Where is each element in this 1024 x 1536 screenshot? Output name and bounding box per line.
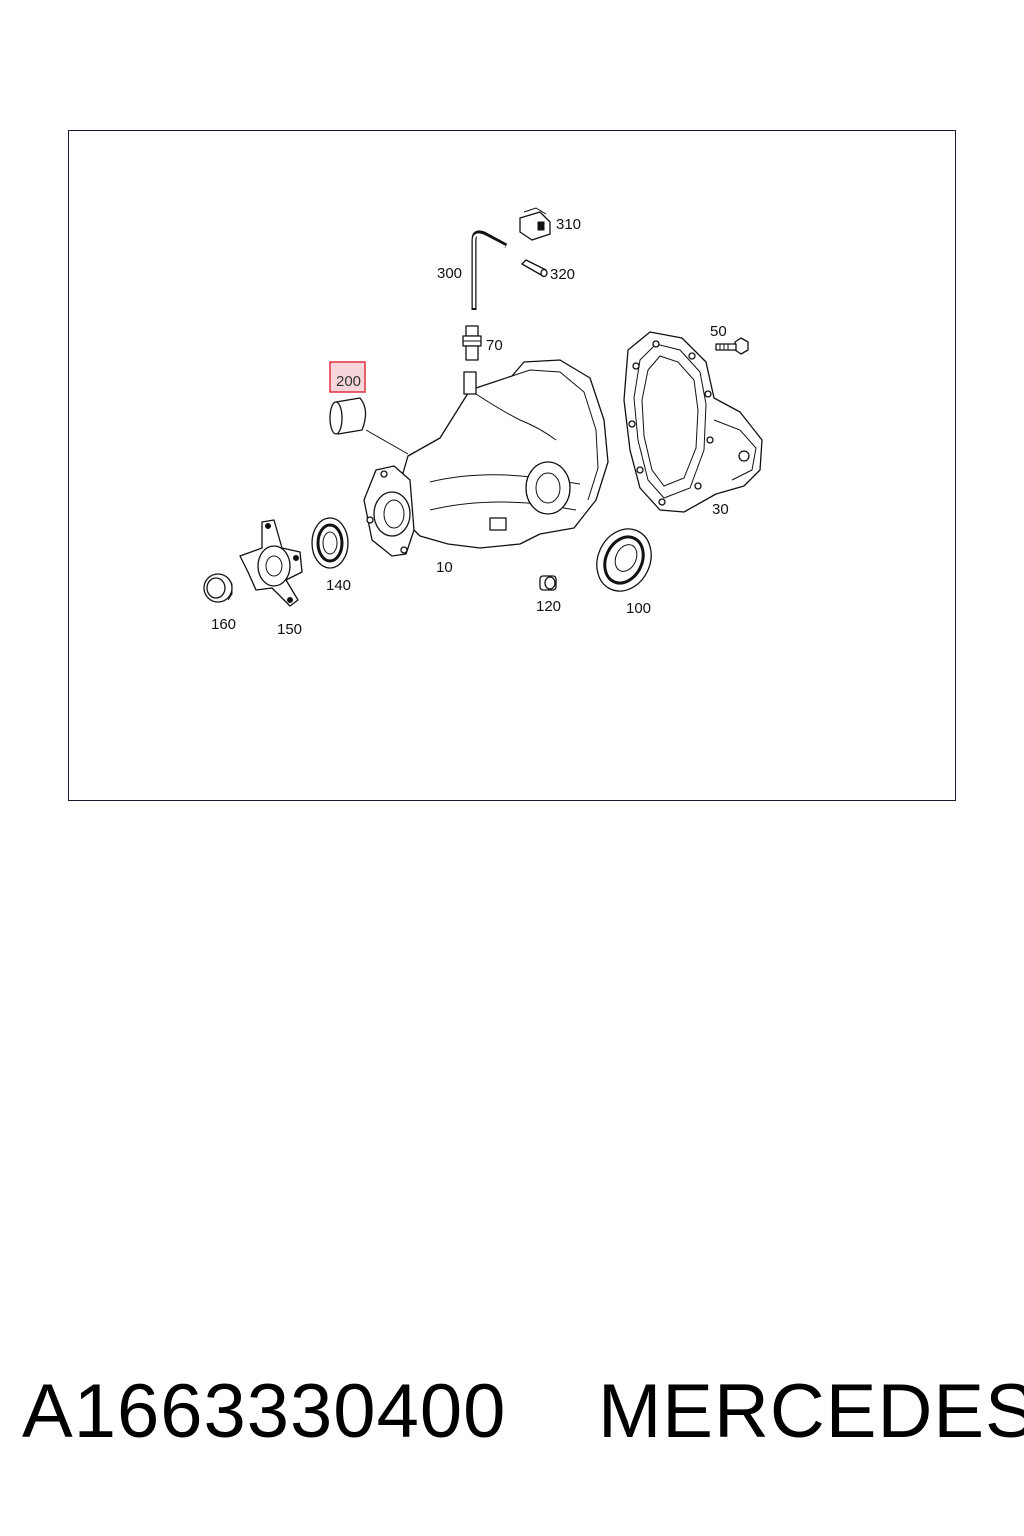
part-50-bolt[interactable] — [715, 337, 749, 355]
callout-10: 10 — [436, 559, 453, 576]
callout-160: 160 — [211, 616, 236, 633]
callout-320: 320 — [550, 266, 575, 283]
leader-line-200 — [365, 429, 409, 455]
part-120-plug[interactable] — [539, 575, 557, 591]
part-10-differential-housing[interactable] — [363, 359, 609, 557]
callout-150: 150 — [277, 621, 302, 638]
part-100-radial-seal[interactable] — [587, 520, 661, 600]
part-310-clip[interactable] — [519, 207, 551, 241]
part-70-breather-valve[interactable] — [462, 325, 482, 361]
callout-50: 50 — [710, 323, 727, 340]
callout-30: 30 — [712, 501, 729, 518]
brand-name: MERCEDES — [598, 1369, 1024, 1454]
callout-140: 140 — [326, 577, 351, 594]
callout-100: 100 — [626, 600, 651, 617]
callout-70: 70 — [486, 337, 503, 354]
callout-200: 200 — [336, 373, 361, 390]
part-200-bushing[interactable] — [329, 397, 367, 435]
part-30-rear-cover[interactable] — [623, 331, 763, 513]
part-300-vent-hose[interactable] — [471, 230, 508, 310]
part-160-collar-nut[interactable] — [203, 573, 233, 603]
part-number: A1663330400 — [22, 1369, 507, 1454]
callout-300: 300 — [437, 265, 462, 282]
part-150-flange[interactable] — [239, 519, 303, 607]
highlight-box-200 — [329, 361, 366, 393]
callout-310: 310 — [556, 216, 581, 233]
footer: A1663330400 MERCEDES — [0, 1368, 1024, 1468]
part-320-pin[interactable] — [521, 259, 548, 278]
callout-120: 120 — [536, 598, 561, 615]
part-140-shaft-seal[interactable] — [311, 517, 349, 569]
